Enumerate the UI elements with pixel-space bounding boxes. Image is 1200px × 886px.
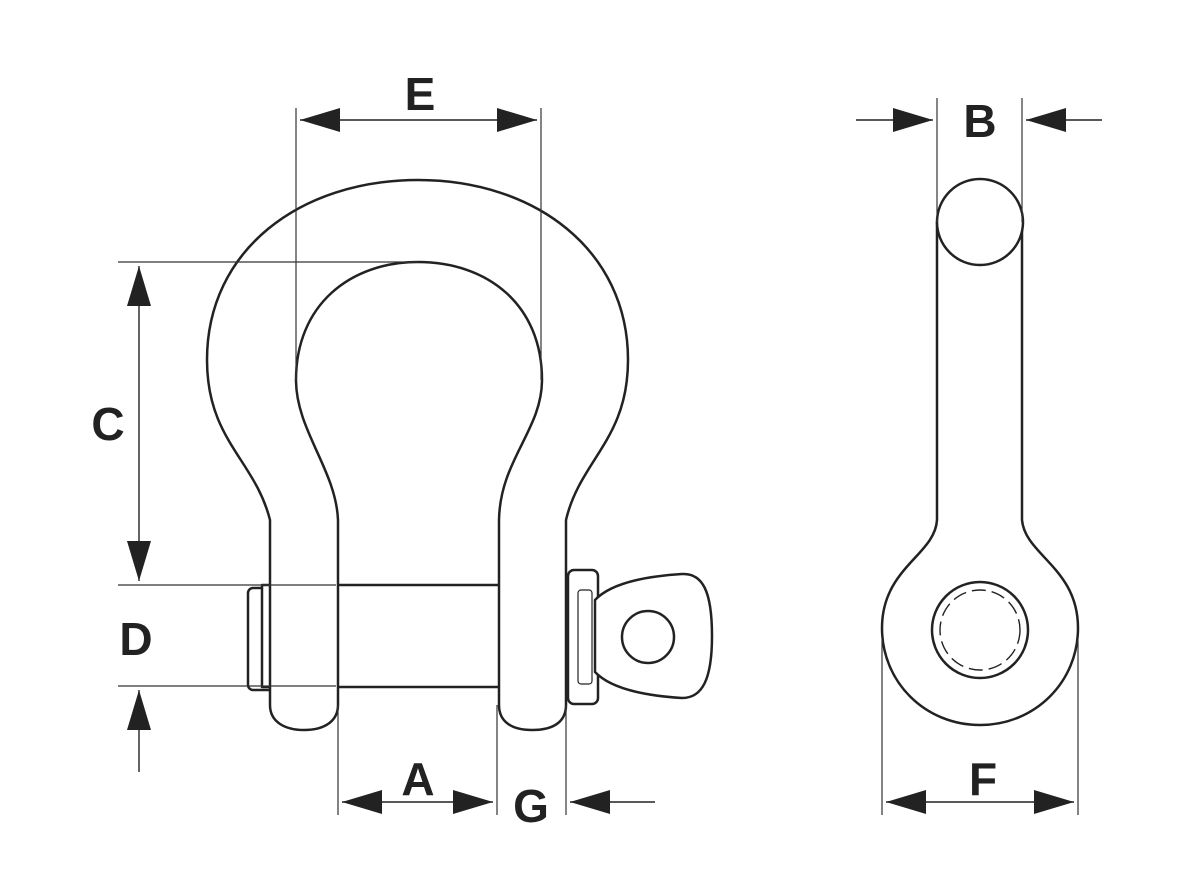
shackle-side-body (880, 220, 1080, 727)
label-b: B (963, 95, 996, 147)
pin-collar-inner (577, 589, 593, 685)
shackle-bow (205, 178, 630, 732)
label-a: A (401, 753, 434, 805)
shackle-front-view (205, 178, 714, 732)
dimension-lines (118, 98, 1102, 815)
dimension-labels: E C D A G B F (91, 68, 997, 832)
label-g: G (513, 780, 549, 832)
label-f: F (969, 753, 997, 805)
pin-eye-hole (620, 609, 676, 665)
label-d: D (119, 613, 152, 665)
label-c: C (91, 398, 124, 450)
shackle-side-top-circle (935, 177, 1025, 267)
pin-side-hidden-circle (939, 589, 1021, 671)
shackle-side-view (880, 177, 1080, 727)
pin-side-circle (930, 580, 1030, 680)
label-e: E (405, 68, 436, 120)
